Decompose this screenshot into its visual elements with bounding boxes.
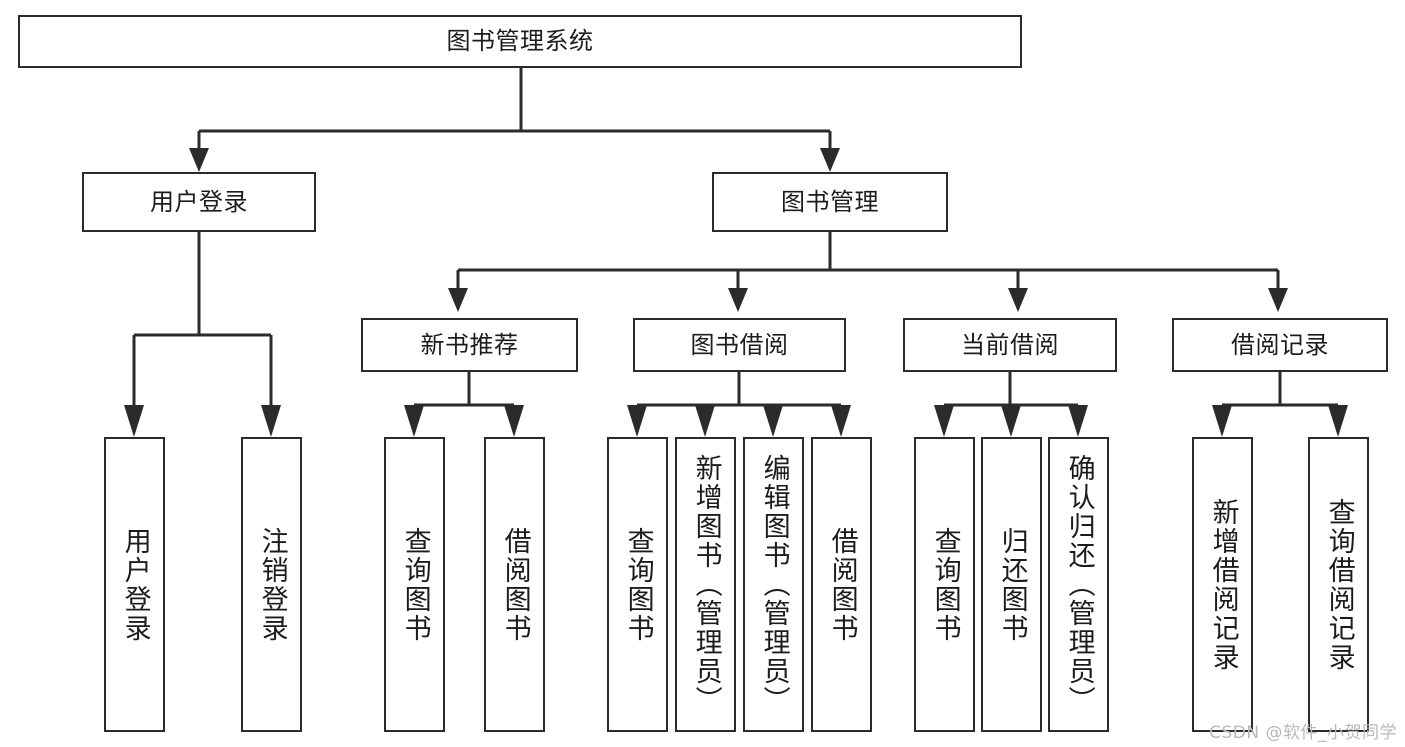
leaf-user-login-0[interactable]: 用户登录 [104, 437, 165, 732]
node-book-borrow-label: 图书借阅 [690, 330, 789, 359]
leaf-current-borrow-1[interactable]: 归还图书 [981, 437, 1042, 732]
leaf-book-borrow-2[interactable]: 编辑图书（管理员） [743, 437, 804, 732]
node-new-book-recommend[interactable]: 新书推荐 [361, 318, 578, 372]
arrowhead-ul-leaf-0 [124, 405, 144, 437]
arrowhead-br-leaf-0 [1212, 405, 1232, 437]
arrowhead-ul-leaf-1 [261, 405, 281, 437]
arrowhead-cb-leaf-1 [1001, 405, 1021, 437]
arrowhead-current-borrow [1008, 288, 1028, 312]
arrowhead-bb-leaf-1 [695, 405, 715, 437]
node-book-management[interactable]: 图书管理 [712, 172, 948, 232]
arrowhead-book-manage [820, 148, 840, 172]
arrowhead-bb-leaf-0 [627, 405, 647, 437]
node-new-book-recommend-label: 新书推荐 [420, 330, 519, 359]
leaf-book-borrow-3[interactable]: 借阅图书 [811, 437, 872, 732]
leaf-label: 查询图书 [622, 526, 654, 643]
arrowhead-cb-leaf-0 [934, 405, 954, 437]
node-current-borrow-label: 当前借阅 [961, 330, 1059, 359]
arrowhead-book-borrow [728, 288, 748, 312]
node-book-management-label: 图书管理 [781, 187, 879, 216]
leaf-label: 新增借阅记录 [1207, 497, 1239, 672]
leaf-label: 确认归还（管理员） [1063, 454, 1095, 715]
leaf-label: 编辑图书（管理员） [758, 454, 790, 715]
leaf-label: 归还图书 [996, 526, 1028, 643]
node-root-label: 图书管理系统 [446, 27, 594, 56]
leaf-borrow-records-0[interactable]: 新增借阅记录 [1192, 437, 1253, 732]
leaf-label: 借阅图书 [826, 526, 858, 643]
leaf-label: 新增图书（管理员） [690, 454, 722, 715]
leaf-label: 用户登录 [119, 526, 151, 643]
leaf-new-book-recommend-0[interactable]: 查询图书 [384, 437, 445, 732]
leaf-current-borrow-0[interactable]: 查询图书 [914, 437, 975, 732]
arrowhead-nb-leaf-1 [504, 405, 524, 437]
csdn-watermark: CSDN @软件_小贺同学 [1209, 723, 1397, 743]
leaf-new-book-recommend-1[interactable]: 借阅图书 [484, 437, 545, 732]
node-borrow-records[interactable]: 借阅记录 [1172, 318, 1388, 372]
node-book-borrow[interactable]: 图书借阅 [633, 318, 846, 372]
leaf-book-borrow-1[interactable]: 新增图书（管理员） [675, 437, 736, 732]
arrowhead-nb-leaf-0 [404, 405, 424, 437]
node-user-login-label: 用户登录 [150, 187, 248, 216]
node-root[interactable]: 图书管理系统 [18, 15, 1022, 68]
node-current-borrow[interactable]: 当前借阅 [903, 318, 1117, 372]
node-user-login[interactable]: 用户登录 [82, 172, 316, 232]
arrowhead-bb-leaf-2 [763, 405, 783, 437]
leaf-label: 查询借阅记录 [1323, 497, 1355, 672]
node-borrow-records-label: 借阅记录 [1231, 330, 1329, 359]
leaf-book-borrow-0[interactable]: 查询图书 [607, 437, 668, 732]
leaf-label: 查询图书 [399, 526, 431, 643]
leaf-current-borrow-2[interactable]: 确认归还（管理员） [1048, 437, 1109, 732]
arrowhead-borrow-records [1268, 288, 1288, 312]
leaf-label: 借阅图书 [499, 526, 531, 643]
arrowhead-new-book [448, 288, 468, 312]
leaf-borrow-records-1[interactable]: 查询借阅记录 [1308, 437, 1369, 732]
arrowhead-user-login [189, 148, 209, 172]
leaf-label: 注销登录 [256, 526, 288, 643]
arrowhead-cb-leaf-2 [1068, 405, 1088, 437]
arrowhead-bb-leaf-3 [831, 405, 851, 437]
arrowhead-br-leaf-1 [1328, 405, 1348, 437]
leaf-label: 查询图书 [929, 526, 961, 643]
leaf-user-login-1[interactable]: 注销登录 [241, 437, 302, 732]
